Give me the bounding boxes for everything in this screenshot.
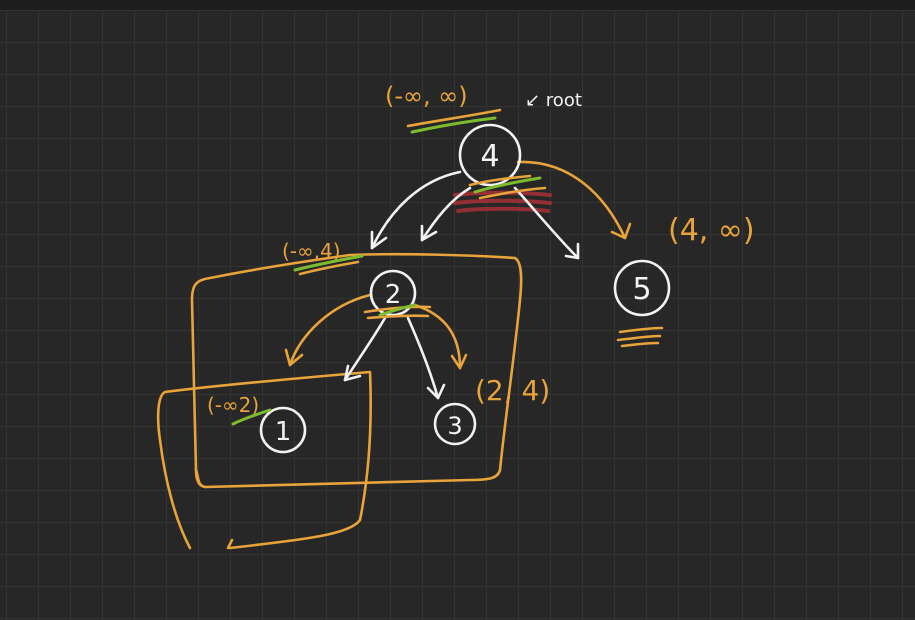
node2-range-annotation: (-∞,4) — [282, 239, 364, 276]
edge-2-to-1-orange — [284, 293, 372, 367]
edge-4-to-2-mid — [420, 186, 472, 242]
node2-range-text: (-∞,4) — [282, 239, 341, 263]
node-1: 1 — [259, 406, 307, 454]
node-5-label: 5 — [632, 272, 651, 307]
node5-range-annotation: (4, ∞) — [668, 213, 755, 248]
edge-2-to-3 — [406, 316, 446, 400]
edge-2-to-1 — [343, 316, 387, 382]
highlight-scribble — [453, 190, 552, 213]
edge-4-to-5-orange — [516, 160, 632, 240]
root-marker-annotation: ↙ root — [525, 90, 582, 111]
edge-4-to-5-white — [513, 186, 580, 260]
subtree-box-node1 — [156, 370, 372, 550]
root-marker-text: ↙ root — [525, 90, 582, 111]
node-5: 5 — [613, 259, 671, 348]
edge-2-to-3-orange — [413, 303, 468, 370]
root-range-annotation: (-∞, ∞) — [385, 82, 502, 134]
node-2-label: 2 — [385, 280, 402, 310]
node1-range-annotation: (-∞2) — [207, 393, 272, 426]
subtree-box-node2 — [190, 252, 523, 489]
node-2: 2 — [363, 269, 432, 320]
node-3-label: 3 — [447, 412, 462, 440]
box-tick — [226, 538, 234, 550]
node1-range-text: (-∞2) — [207, 393, 259, 417]
node3-range-text: (2, 4) — [475, 374, 550, 407]
node5-range-text: (4, ∞) — [668, 213, 755, 248]
node-3: 3 — [433, 402, 477, 446]
node-4-label: 4 — [480, 139, 499, 174]
edge-4-to-2-left — [370, 170, 462, 250]
root-range-text: (-∞, ∞) — [385, 82, 468, 110]
node-4: 4 — [458, 123, 547, 200]
top-bar — [0, 0, 915, 10]
node-1-label: 1 — [275, 417, 292, 447]
node3-range-annotation: (2, 4) — [475, 374, 550, 407]
